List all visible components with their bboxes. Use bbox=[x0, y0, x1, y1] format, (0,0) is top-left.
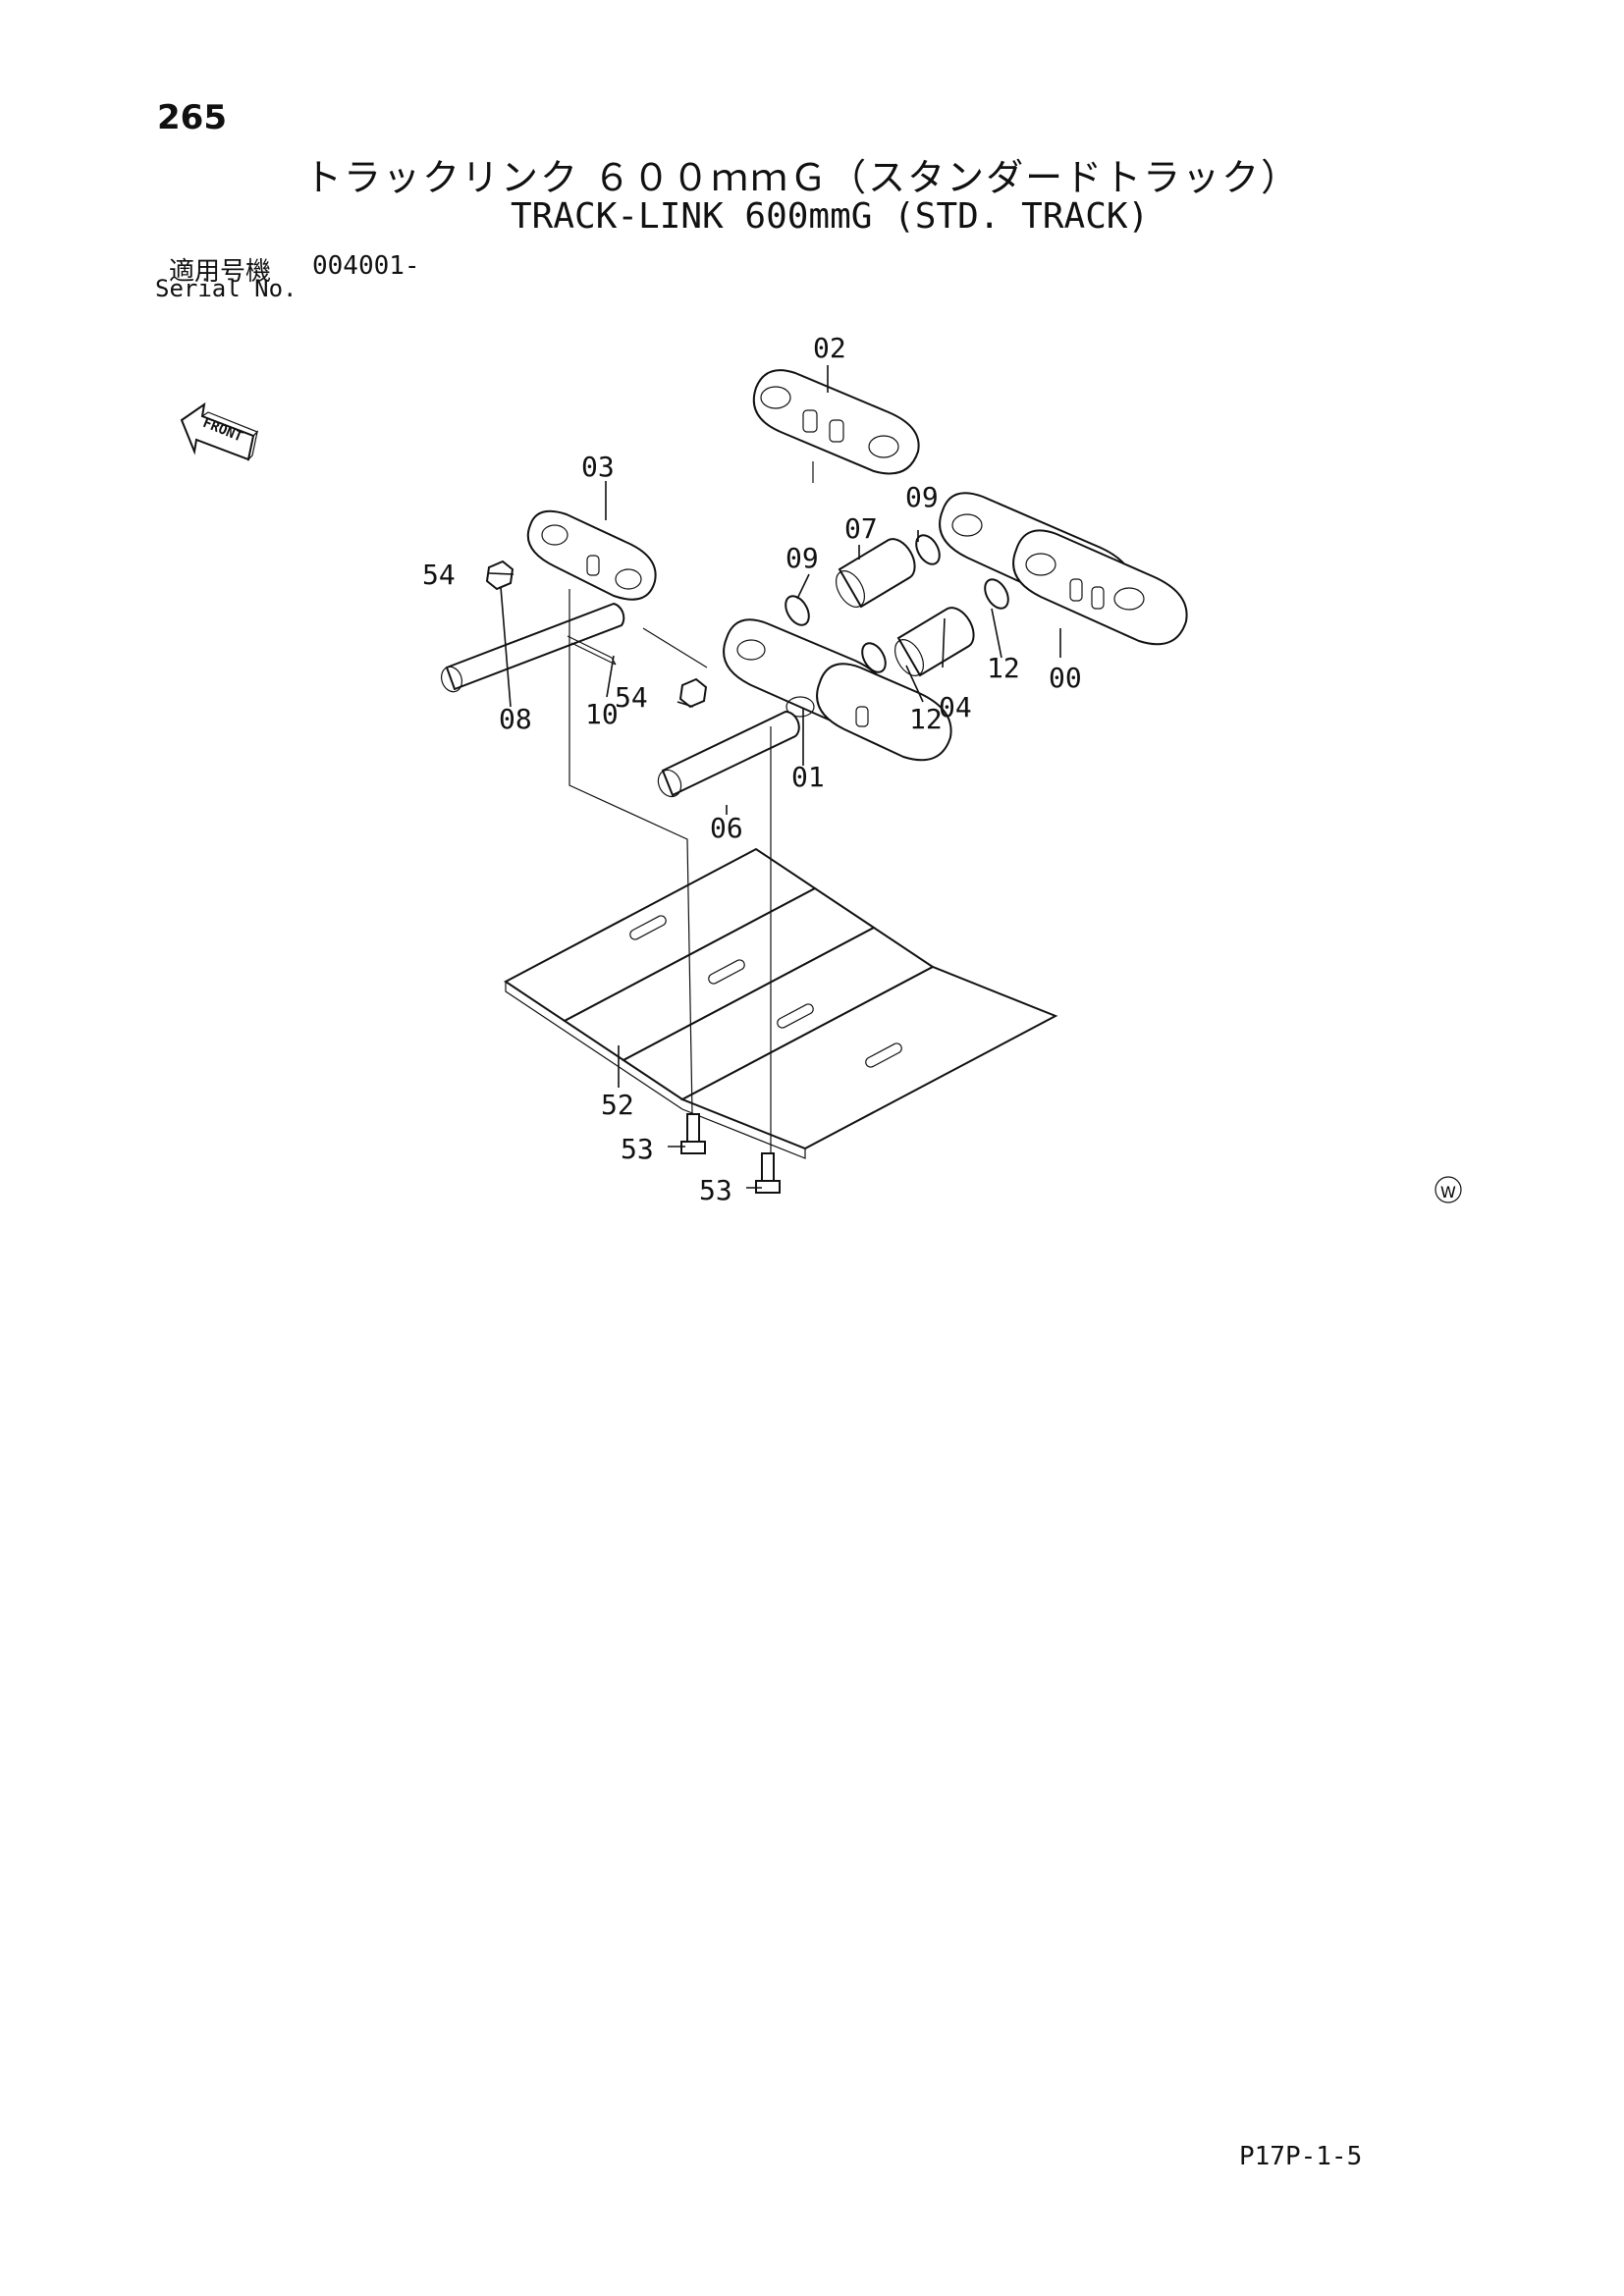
pin-08 bbox=[441, 602, 625, 693]
svg-text:W: W bbox=[1440, 1183, 1456, 1201]
watermark-w-icon: W bbox=[1435, 1176, 1462, 1203]
exploded-parts-diagram: FRONT bbox=[180, 332, 1462, 1206]
bolt-53-a bbox=[680, 1113, 706, 1154]
front-arrow-icon: FRONT bbox=[180, 401, 259, 461]
callout-06: 06 bbox=[710, 812, 743, 844]
callout-08: 08 bbox=[499, 703, 532, 735]
seal-12-b bbox=[861, 642, 887, 673]
bushing-07 bbox=[835, 538, 916, 609]
callout-53-lower: 53 bbox=[699, 1174, 732, 1206]
nut-54-b bbox=[678, 677, 708, 709]
callout-02: 02 bbox=[813, 332, 846, 364]
callout-54-center: 54 bbox=[615, 681, 648, 714]
bolt-53-b bbox=[755, 1152, 781, 1194]
callout-01: 01 bbox=[791, 761, 825, 793]
seal-12-a bbox=[984, 578, 1009, 610]
page-title-english: TRACK-LINK 600mmG (STD. TRACK) bbox=[511, 196, 1150, 237]
callout-53-upper: 53 bbox=[621, 1133, 654, 1165]
serial-value: 004001- bbox=[312, 251, 420, 281]
bushing-04 bbox=[893, 607, 975, 677]
callout-12-right: 12 bbox=[987, 652, 1020, 684]
leader-lines bbox=[488, 365, 1061, 1189]
callout-12-lower: 12 bbox=[909, 703, 943, 735]
callout-09-lower: 09 bbox=[785, 542, 819, 574]
serial-label-japanese: 適用号機 bbox=[169, 257, 272, 287]
seal-09-b bbox=[785, 595, 810, 626]
callout-03: 03 bbox=[581, 451, 615, 483]
seal-09-a bbox=[915, 534, 941, 565]
track-link-03 bbox=[526, 509, 657, 601]
callout-10: 10 bbox=[585, 698, 619, 730]
nut-54-a bbox=[485, 560, 514, 591]
page-title-japanese: トラックリンク ６００ｍｍＧ（スタンダードトラック） bbox=[304, 156, 1301, 199]
track-shoe-52 bbox=[504, 847, 1058, 1159]
callout-54-left: 54 bbox=[422, 559, 456, 591]
pin-06 bbox=[657, 710, 800, 798]
callout-09-upper: 09 bbox=[905, 481, 939, 513]
track-link-02 bbox=[752, 369, 920, 475]
page-number: 265 bbox=[157, 98, 227, 137]
callout-00: 00 bbox=[1049, 662, 1082, 694]
callout-04: 04 bbox=[939, 691, 972, 723]
callout-07: 07 bbox=[844, 512, 878, 545]
page-code: P17P-1-5 bbox=[1239, 2142, 1363, 2171]
assembly-lines bbox=[568, 461, 814, 1153]
callout-52: 52 bbox=[601, 1089, 634, 1121]
serial-label-english: Serial No. bbox=[155, 275, 298, 302]
track-link-00 bbox=[939, 492, 1188, 646]
track-link-01 bbox=[723, 618, 952, 762]
